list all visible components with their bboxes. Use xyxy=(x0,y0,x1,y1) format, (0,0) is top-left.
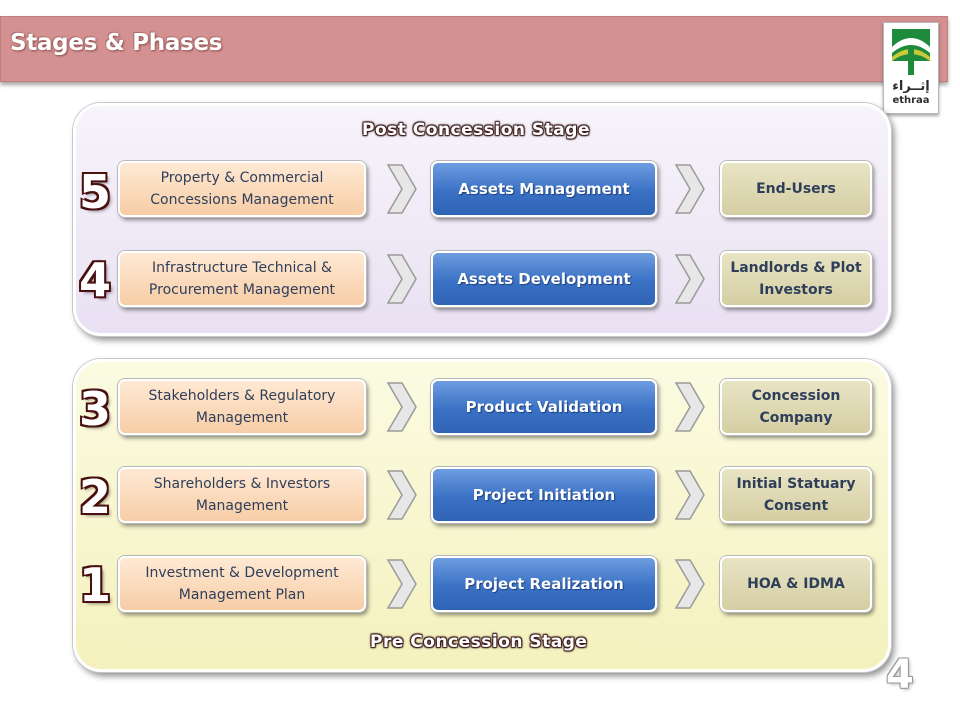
phase-box: Assets Development xyxy=(431,251,657,307)
chevron-right-icon xyxy=(386,254,417,304)
chevron-right-icon xyxy=(386,470,417,520)
responsibility-box: Infrastructure Technical & Procurement M… xyxy=(118,251,366,307)
stage-number-2: 2 xyxy=(78,470,111,524)
phase-box: Project Realization xyxy=(431,556,657,612)
chevron-right-icon xyxy=(674,164,705,214)
chevron-right-icon xyxy=(674,470,705,520)
outcome-box: Initial Statuary Consent xyxy=(720,467,872,523)
outcome-box: End-Users xyxy=(720,161,872,217)
phase-box: Project Initiation xyxy=(431,467,657,523)
post-concession-title: Post Concession Stage xyxy=(362,120,590,140)
chevron-right-icon xyxy=(674,382,705,432)
responsibility-box: Shareholders & Investors Management xyxy=(118,467,366,523)
chevron-right-icon xyxy=(386,559,417,609)
stage-number-3: 3 xyxy=(78,382,111,436)
title-bar xyxy=(0,16,948,82)
outcome-box: Landlords & Plot Investors xyxy=(720,251,872,307)
stage-number-4: 4 xyxy=(78,253,111,307)
outcome-box: Concession Company xyxy=(720,379,872,435)
phase-box: Product Validation xyxy=(431,379,657,435)
logo-emblem-icon xyxy=(892,29,930,75)
ethraa-logo: إثــراء ethraa xyxy=(883,22,939,114)
logo-english-text: ethraa xyxy=(892,95,930,106)
chevron-right-icon xyxy=(386,164,417,214)
stage-number-1: 1 xyxy=(78,558,111,612)
page-number: 4 xyxy=(886,652,914,698)
responsibility-box: Stakeholders & Regulatory Management xyxy=(118,379,366,435)
responsibility-box: Investment & Development Management Plan xyxy=(118,556,366,612)
chevron-right-icon xyxy=(674,559,705,609)
responsibility-box: Property & Commercial Concessions Manage… xyxy=(118,161,366,217)
pre-concession-title: Pre Concession Stage xyxy=(370,632,588,652)
chevron-right-icon xyxy=(386,382,417,432)
phase-box: Assets Management xyxy=(431,161,657,217)
stage-number-5: 5 xyxy=(78,165,111,219)
page-title: Stages & Phases xyxy=(10,30,223,56)
logo-arabic-text: إثــراء xyxy=(892,79,930,94)
outcome-box: HOA & IDMA xyxy=(720,556,872,612)
chevron-right-icon xyxy=(674,254,705,304)
